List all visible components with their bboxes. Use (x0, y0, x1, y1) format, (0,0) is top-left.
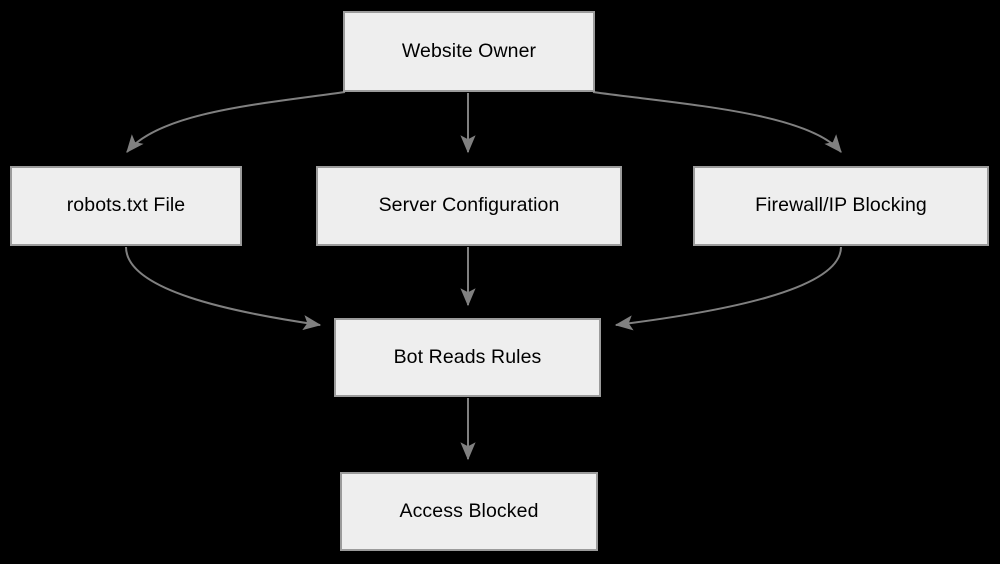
edge-firewall-to-bot (614, 246, 842, 331)
node-label-robots-txt-file: robots.txt File (66, 194, 186, 217)
node-robots-txt-file[interactable]: robots.txt File (10, 166, 242, 246)
node-label-firewall-ip-blocking: Firewall/IP Blocking (755, 194, 927, 217)
node-label-server-configuration: Server Configuration (378, 194, 560, 217)
node-label-website-owner: Website Owner (401, 39, 537, 62)
node-bot-reads-rules[interactable]: Bot Reads Rules (334, 318, 601, 397)
edge-owner-to-robots (126, 91, 346, 153)
node-label-bot-reads-rules: Bot Reads Rules (393, 345, 542, 368)
edge-owner-to-firewall (592, 91, 842, 153)
node-firewall-ip-blocking[interactable]: Firewall/IP Blocking (693, 166, 989, 246)
node-label-access-blocked: Access Blocked (399, 499, 539, 522)
edge-robots-to-bot (125, 246, 322, 331)
node-access-blocked[interactable]: Access Blocked (340, 472, 598, 551)
node-website-owner[interactable]: Website Owner (343, 11, 595, 92)
node-server-configuration[interactable]: Server Configuration (316, 166, 622, 246)
